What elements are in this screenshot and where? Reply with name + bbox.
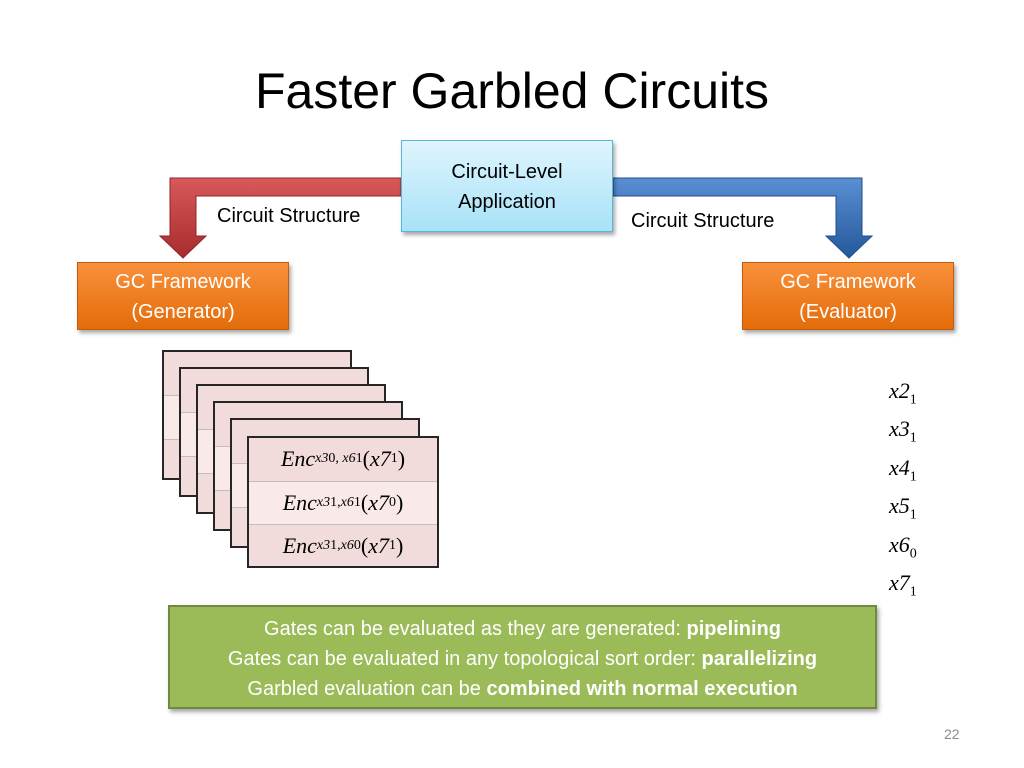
wire-label: x31 <box>889 416 917 446</box>
right-circuit-structure-label: Circuit Structure <box>631 210 775 232</box>
note-line: Gates can be evaluated in any topologica… <box>227 648 818 670</box>
circuit-level-application-box: Circuit-Level Application <box>401 140 613 232</box>
page-number: 22 <box>944 726 960 742</box>
wire-label: x71 <box>889 569 917 600</box>
evaluator-line-2: (Evaluator) <box>799 301 897 323</box>
generator-line-1: GC Framework <box>115 271 251 293</box>
left-flow-arrow <box>158 177 402 259</box>
evaluated-wire-list: x21 x31 x41 x51 x60 x71 <box>889 376 917 606</box>
wire-label: x21 <box>889 378 917 408</box>
wire-label: x41 <box>889 454 917 485</box>
slide-title: Faster Garbled Circuits <box>254 63 770 119</box>
generator-line-2: (Generator) <box>131 301 235 323</box>
app-line-2: Application <box>458 191 556 213</box>
summary-note-box: Gates can be evaluated as they are gener… <box>168 605 877 709</box>
wire-label: x51 <box>889 493 917 523</box>
evaluator-line-1: GC Framework <box>780 271 916 293</box>
wire-label: x60 <box>889 531 917 561</box>
left-circuit-structure-label: Circuit Structure <box>217 205 361 227</box>
app-line-1: Circuit-Level <box>451 161 563 183</box>
note-line: Garbled evaluation can be combined with … <box>247 678 798 700</box>
gc-framework-evaluator-box: GC Framework (Evaluator) <box>742 262 954 330</box>
note-line: Gates can be evaluated as they are gener… <box>264 618 781 640</box>
gc-framework-generator-box: GC Framework (Generator) <box>77 262 289 330</box>
right-flow-arrow <box>612 177 874 259</box>
